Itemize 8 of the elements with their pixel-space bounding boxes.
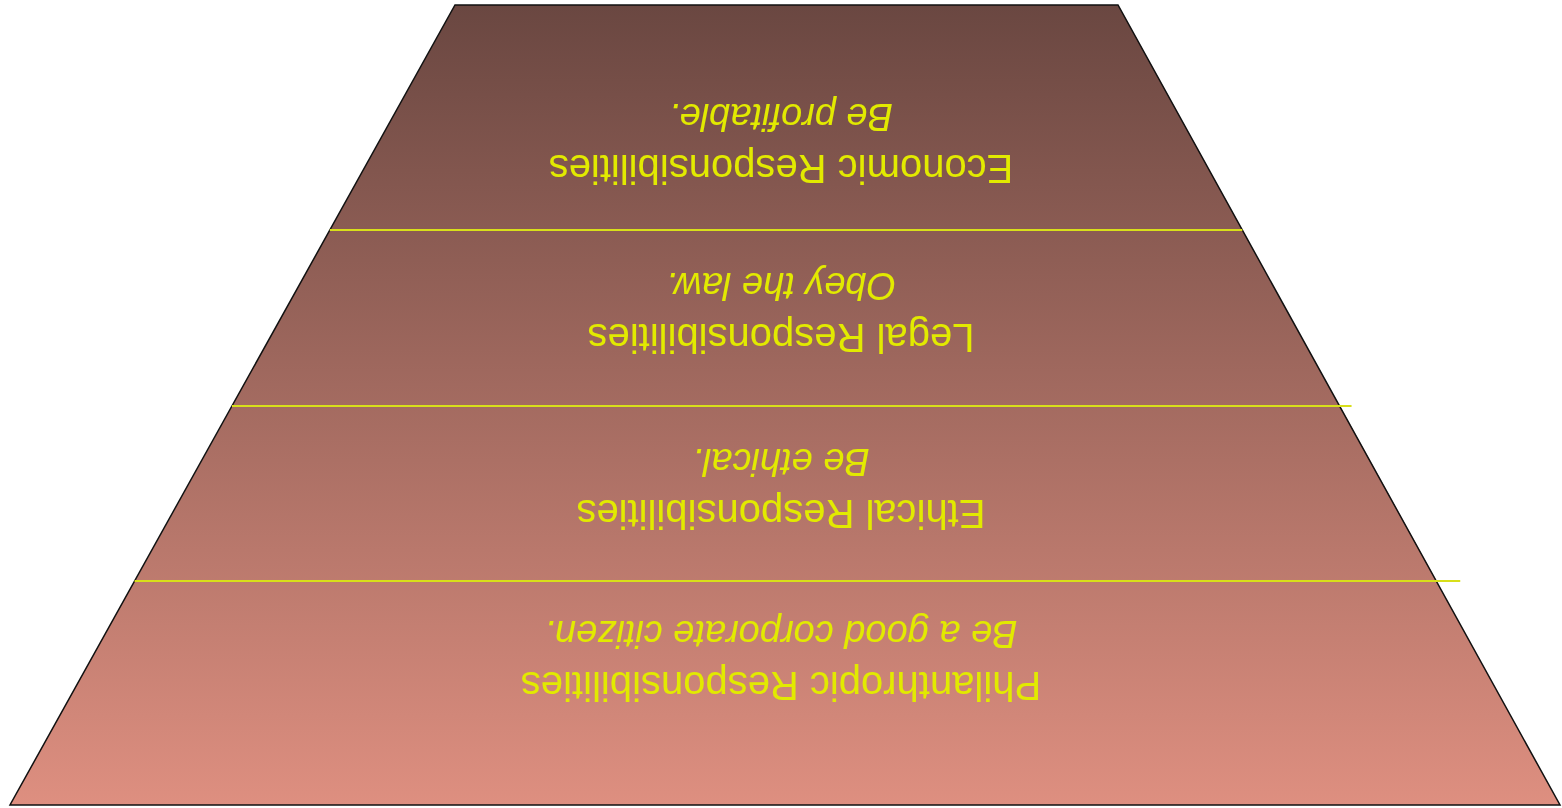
tier-description: Be a good corporate citizen. — [544, 612, 1018, 657]
tier-description: Be profitable. — [669, 95, 893, 140]
tier-description: Be ethical. — [692, 440, 870, 485]
tier-heading: Economic Responsibilities — [548, 146, 1014, 193]
tier-heading: Legal Responsibilities — [587, 315, 975, 362]
tier-heading: Ethical Responsibilities — [576, 491, 986, 538]
tier-description: Obey the law. — [665, 264, 897, 309]
tier-heading: Philanthropic Responsibilities — [520, 663, 1042, 710]
